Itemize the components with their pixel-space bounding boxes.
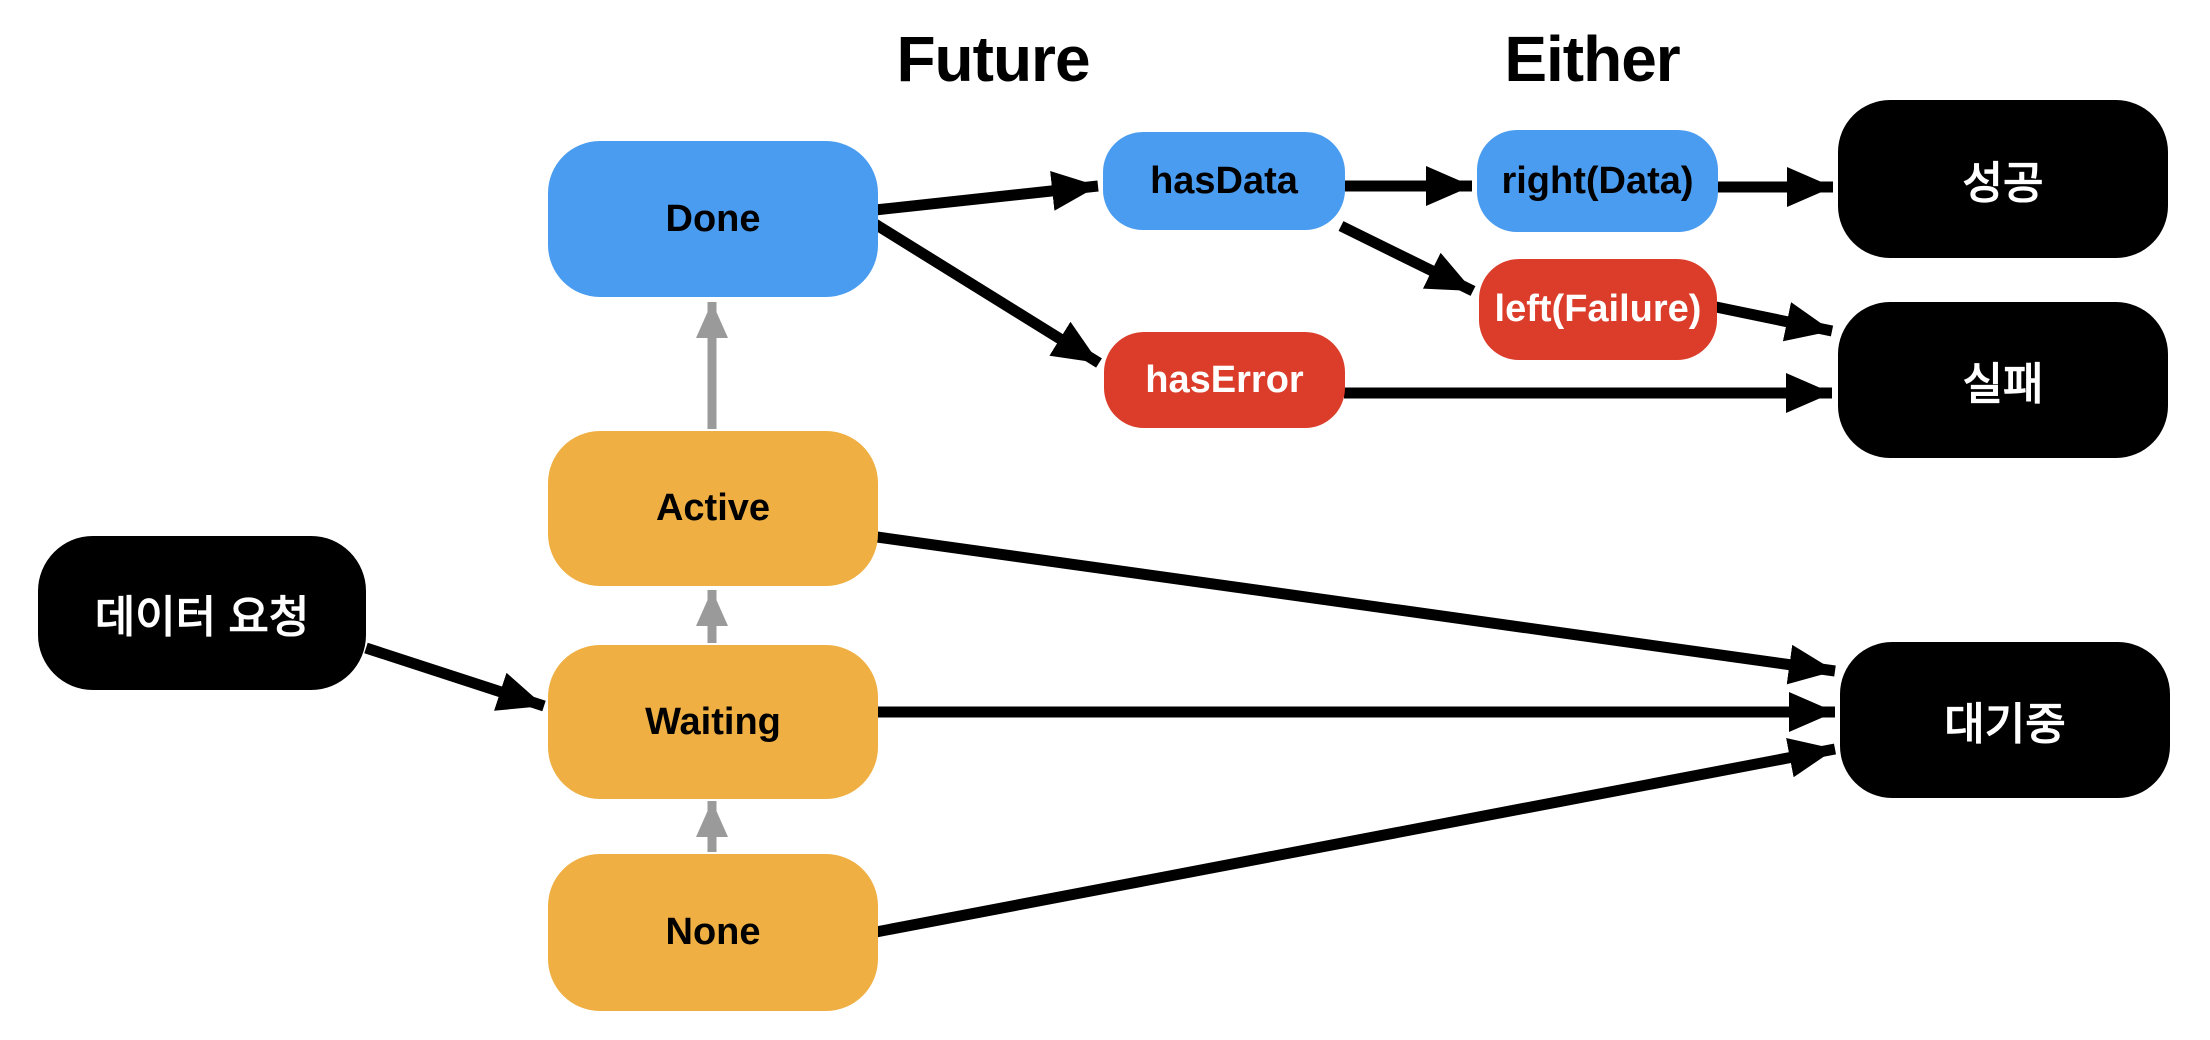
node-success: 성공: [1838, 100, 2168, 258]
edge-none-pending: [874, 737, 1837, 938]
either-section-title: Either: [1504, 23, 1680, 95]
node-has-data: hasData: [1103, 132, 1345, 230]
node-has-error-label: hasError: [1145, 358, 1304, 401]
edge-data-request-waiting: [364, 642, 546, 712]
node-left-failure: left(Failure): [1479, 259, 1717, 360]
node-done-label: Done: [665, 197, 761, 240]
node-pending: 대기중: [1840, 642, 2170, 798]
node-has-error: hasError: [1104, 332, 1345, 428]
node-failure: 실패: [1838, 302, 2168, 458]
edge-done-has-data: [874, 171, 1099, 216]
node-done: Done: [548, 141, 878, 297]
node-active: Active: [548, 431, 878, 586]
node-waiting: Waiting: [548, 645, 878, 799]
edge-left-failure-failure: [1714, 301, 1834, 342]
node-success-label: 성공: [1962, 159, 2044, 208]
edge-has-data-left-failure: [1338, 221, 1476, 296]
future-section-title: Future: [896, 23, 1090, 95]
node-active-label: Active: [655, 487, 771, 529]
node-pending-label: 대기중: [1944, 700, 2066, 749]
edge-done-has-error: [872, 219, 1102, 368]
node-none: None: [548, 854, 878, 1011]
node-failure-label: 실패: [1962, 360, 2044, 409]
node-data-request: 데이터 요청: [38, 536, 366, 690]
edge-active-pending: [876, 531, 1836, 685]
node-left-failure-label: left(Failure): [1494, 288, 1702, 330]
node-data-request-label: 데이터 요청: [94, 593, 310, 642]
node-right-data: right(Data): [1477, 130, 1718, 232]
node-none-label: None: [665, 911, 761, 953]
node-has-data-label: hasData: [1150, 159, 1298, 202]
node-right-data-label: right(Data): [1501, 159, 1694, 202]
node-waiting-label: Waiting: [645, 700, 781, 743]
